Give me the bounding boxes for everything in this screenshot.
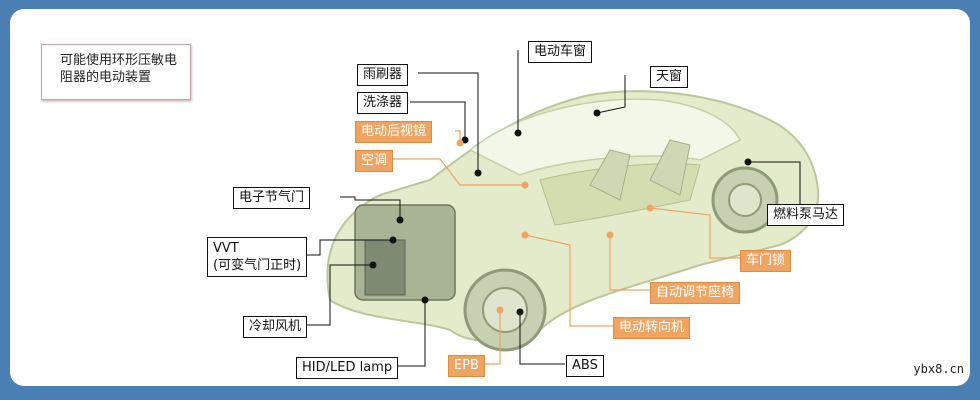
label-vvt-sub: (可变气门正时) (213, 258, 302, 273)
label-electronic-throttle: 电子节气门 (233, 187, 311, 209)
black-leader-lines (300, 50, 801, 367)
label-vvt: VVT (可变气门正时) (207, 237, 308, 277)
watermark: ybx8.cn (913, 362, 964, 376)
label-sunroof: 天窗 (650, 66, 689, 88)
label-door-lock: 车门锁 (740, 250, 792, 272)
label-power-window: 电动车窗 (528, 41, 593, 63)
diagram-title: 可能使用环形压敏电阻器的电动装置 (41, 44, 191, 100)
label-washer: 洗涤器 (357, 92, 409, 114)
label-cooling-fan: 冷却风机 (243, 316, 308, 338)
label-power-mirror: 电动后视镜 (355, 121, 433, 143)
label-power-steering: 电动转向机 (613, 317, 691, 339)
car-body (326, 90, 820, 352)
label-abs: ABS (566, 355, 604, 377)
orange-leader-dots (456, 139, 654, 314)
black-leader-dots (369, 109, 752, 316)
orange-leader-lines (392, 130, 740, 365)
label-wiper: 雨刷器 (357, 64, 409, 86)
label-power-seat: 自动调节座椅 (650, 282, 741, 304)
label-epb: EPB (448, 355, 485, 377)
label-air-conditioner: 空调 (355, 150, 394, 172)
label-vvt-main: VVT (213, 241, 239, 256)
label-fuel-pump-motor: 燃料泵马达 (767, 204, 845, 226)
label-hid-led-lamp: HID/LED lamp (296, 357, 399, 379)
